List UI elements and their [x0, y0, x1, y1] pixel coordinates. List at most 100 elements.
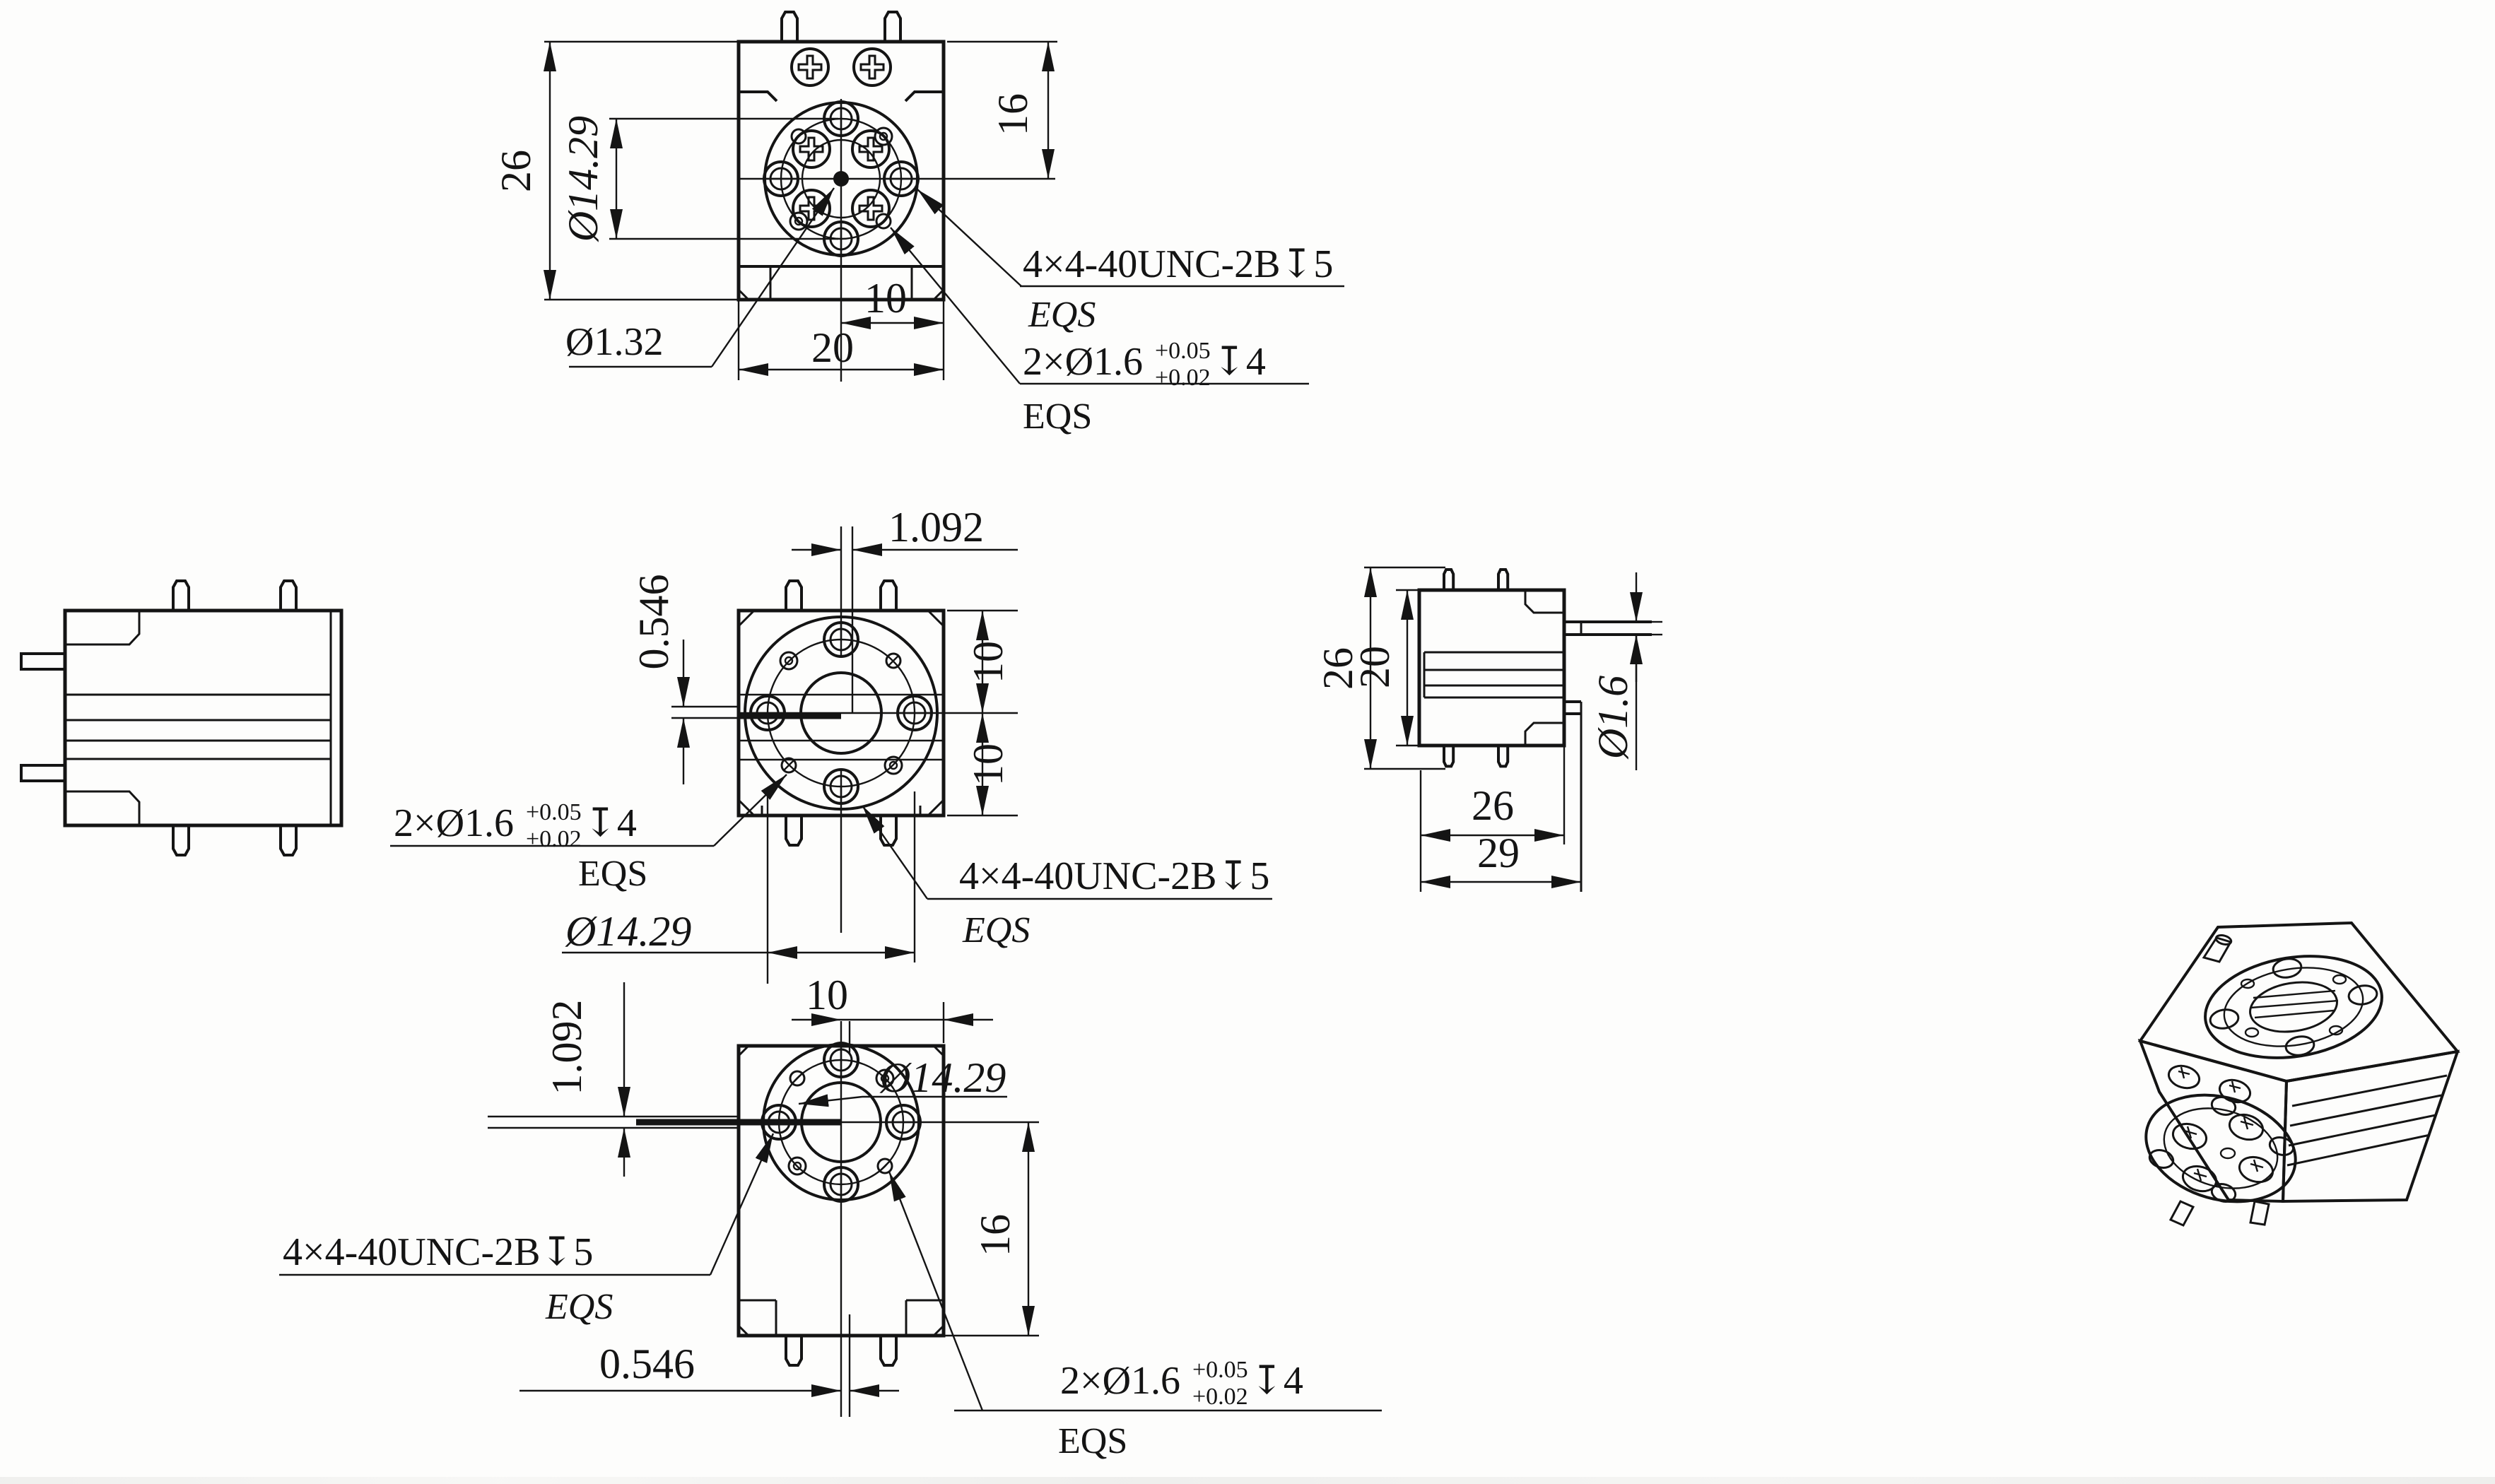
lead-pin: [279, 824, 298, 856]
pin-hole-icon: [790, 128, 807, 145]
eqs-label: EQS: [962, 910, 1030, 950]
dim-text: Ø1.6: [1590, 676, 1636, 760]
dim-20-top-view: 20: [739, 300, 944, 380]
dim-text: 1.092: [888, 504, 984, 550]
iso-front-face: [2140, 1041, 2286, 1201]
thread-note-text: 4×4-40UNC-2B↧5: [1023, 242, 1333, 286]
hole-note-tol-upper: +0.05: [1155, 338, 1211, 364]
iso-pin: [2250, 1201, 2269, 1225]
flange-screw-icon: [851, 129, 891, 169]
lead-pin: [785, 1334, 803, 1367]
dim-text: 10: [965, 743, 1011, 786]
left-side-view: [21, 579, 341, 856]
hole-note-prefix: 2×Ø1.6: [394, 801, 514, 845]
connector-stub: [21, 765, 65, 781]
eqs-label: EQS: [1058, 1421, 1127, 1461]
note-center-pin: Ø1.32: [565, 188, 834, 367]
iso-right-grooves: [2287, 1076, 2447, 1165]
pin-hole-icon: [876, 1158, 893, 1174]
dim-pin-dia-right-view: Ø1.6: [1590, 572, 1662, 770]
hole-note-tol-upper: +0.05: [526, 799, 582, 825]
hole-note-suffix: ↧4: [1250, 1359, 1303, 1403]
dim-text: 20: [811, 324, 854, 371]
dim-offset-x-front: 1.092: [792, 504, 1018, 556]
lead-pin: [1497, 744, 1509, 767]
dim-text: 26: [1472, 782, 1514, 829]
front-view: 1.092 0.546 10 10 Ø14.29 2×Ø1.6 +0.05: [390, 504, 1272, 984]
dim-text: 1.092: [544, 1000, 590, 1095]
dim-text: 26: [1315, 647, 1361, 690]
note-thread-bottom: 4×4-40UNC-2B↧5 EQS: [279, 1133, 773, 1327]
dim-26-right-view: 26: [1315, 567, 1445, 769]
right-side-view: 26 20 Ø1.6 26 29: [1315, 567, 1662, 892]
note-pin-holes-front: 2×Ø1.6 +0.05 +0.02 ↧4 EQS: [390, 775, 787, 894]
lead-pin: [785, 814, 803, 847]
note-thread-top-view: 4×4-40UNC-2B↧5 EQS: [917, 189, 1344, 335]
isometric-view: [2133, 923, 2458, 1225]
note-thread-front: 4×4-40UNC-2B↧5 EQS: [862, 806, 1272, 950]
dim-text: 16: [972, 1214, 1018, 1256]
hole-note-tol-lower: +0.02: [1155, 365, 1211, 391]
note-pin-holes-top-view: 2×Ø1.6 +0.05 +0.02 ↧4 EQS: [891, 228, 1309, 437]
dim-offset-y-front: 0.546: [630, 575, 739, 785]
dim-text: 10: [864, 275, 907, 322]
hole-note-prefix: 2×Ø1.6: [1060, 1359, 1180, 1403]
lead-pin: [785, 579, 803, 612]
dim-20-right-view: 20: [1351, 590, 1419, 746]
bottom-view-flange: [488, 1021, 1039, 1417]
lead-pin: [172, 824, 190, 856]
top-view: 26 Ø14.29 16 10 20 Ø1.32: [493, 11, 1344, 437]
lead-pin: [279, 579, 298, 612]
cover-screw-icon: [852, 47, 892, 87]
hole-note-suffix: ↧4: [584, 801, 637, 845]
dim-text: 0.546: [599, 1341, 695, 1387]
hole-note-tol-lower: +0.02: [1192, 1384, 1248, 1410]
dim-16-top-view: 16: [947, 42, 1057, 179]
eqs-label: EQS: [545, 1287, 613, 1327]
dim-text: 26: [493, 150, 539, 192]
dim-text: 10: [965, 641, 1011, 683]
eqs-label: EQS: [1023, 396, 1092, 437]
dim-26-top-view: 26: [493, 42, 739, 300]
pin-hole-icon: [789, 1070, 806, 1087]
mount-tab-side: [1564, 702, 1581, 892]
iso-right-face: [2283, 1052, 2458, 1201]
hole-note-suffix: ↧4: [1213, 340, 1266, 384]
connector-pin-side: [1564, 622, 1652, 635]
lead-pin: [879, 814, 898, 847]
dim-26-depth: 26: [1421, 746, 1564, 892]
lead-pin: [1497, 568, 1509, 591]
dim-text: Ø14.29: [560, 116, 606, 242]
mount-tab: [883, 11, 902, 43]
iso-top-flange: [2198, 934, 2390, 1069]
dim-text: 0.546: [630, 575, 677, 670]
thread-note-text: 4×4-40UNC-2B↧5: [959, 854, 1269, 898]
dim-16-bottom: 16: [944, 1122, 1039, 1336]
top-view-flange: [739, 99, 1055, 382]
front-view-flange: [739, 526, 1018, 933]
eqs-label: EQS: [578, 854, 647, 894]
dim-offset-y-bottom: 0.546: [519, 1341, 899, 1397]
lead-pin: [172, 579, 190, 612]
dim-text: 16: [990, 93, 1036, 136]
bottom-view: 10 Ø14.29 16 1.092 0.546 4×4-40UNC-2B↧5 …: [279, 972, 1382, 1461]
lead-pin: [1443, 744, 1455, 767]
iso-front-flange: [2133, 1078, 2308, 1225]
dim-text: Ø14.29: [565, 908, 691, 955]
lead-pin: [879, 579, 898, 612]
dim-29-depth: 29: [1421, 830, 1581, 888]
dim-10-10-front: 10 10: [947, 611, 1018, 815]
connector-stub: [21, 654, 65, 669]
dim-text: Ø14.29: [879, 1054, 1006, 1101]
dim-10-top-view: 10: [841, 275, 944, 334]
note-pin-holes-bottom: 2×Ø1.6 +0.05 +0.02 ↧4 EQS: [889, 1172, 1382, 1461]
hole-note-tol-upper: +0.05: [1192, 1357, 1248, 1383]
dim-bolt-circle-front: Ø14.29: [562, 791, 915, 984]
iso-pin: [2171, 1201, 2193, 1225]
note-bolt-circle-bottom: Ø14.29: [799, 1054, 1007, 1107]
eqs-label: EQS: [1028, 295, 1096, 335]
lead-pin: [1443, 568, 1455, 591]
sheet-edge-artifact: [0, 1477, 2495, 1484]
pin-hole-icon: [875, 213, 892, 230]
